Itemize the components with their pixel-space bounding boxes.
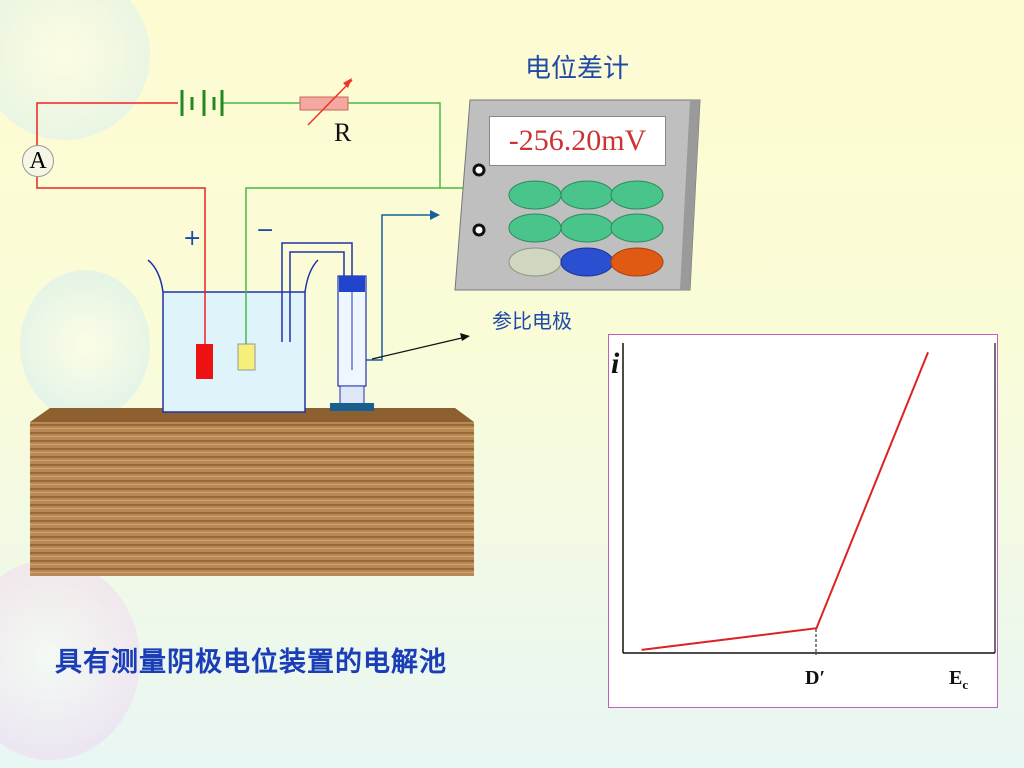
meter-display: -256.20mV (489, 116, 666, 166)
wood-table (30, 422, 474, 576)
plot-canvas (622, 343, 996, 655)
table-top (30, 408, 474, 422)
y-axis-label: i (611, 347, 620, 380)
decor-bubble (0, 560, 140, 760)
rheostat-icon (299, 78, 353, 126)
figure-caption: 具有测量阴极电位装置的电解池 (55, 647, 447, 678)
negative-electrode (237, 343, 256, 371)
terminal-icon (472, 223, 486, 237)
meter-title: 电位差计 (525, 54, 630, 84)
beaker-solution (162, 291, 306, 413)
polarization-curve (641, 351, 929, 651)
plus-label: + (183, 226, 202, 251)
d-prime-label: D′ (805, 667, 826, 689)
current-potential-plot: i D′ Ec (608, 334, 998, 708)
decor-bubble (20, 270, 150, 420)
keypad (508, 180, 664, 277)
reference-electrode-label: 参比电极 (492, 309, 572, 333)
resistor-label: R (334, 118, 352, 147)
minus-label: − (256, 218, 275, 243)
battery-icon (180, 90, 224, 116)
terminal-icon (472, 163, 486, 177)
ammeter-label: A (22, 145, 54, 177)
positive-electrode (196, 344, 213, 379)
x-axis-label: Ec (949, 667, 969, 692)
